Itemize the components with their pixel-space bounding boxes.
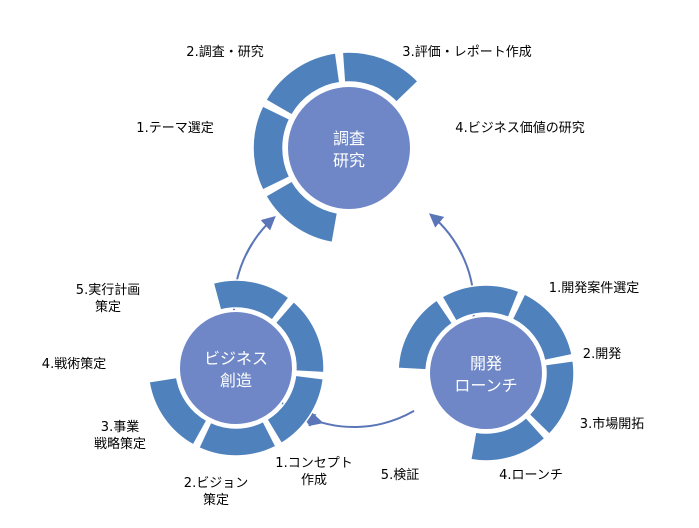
arrow-head-1 — [428, 213, 463, 255]
business-segment-label-3: 3.事業戦略策定 — [94, 419, 146, 452]
development-segment-4 — [528, 359, 575, 436]
business-segment-label-1: 1.コンセプト作成 — [275, 456, 352, 488]
research-hub — [286, 85, 412, 211]
development-hub — [428, 315, 544, 431]
business-hub-label: ビジネス創造 — [204, 349, 268, 390]
research-segment-1 — [264, 179, 339, 244]
development-segment-5 — [469, 416, 546, 462]
business-segment-1 — [212, 279, 291, 322]
business-segment-5 — [148, 376, 208, 446]
research-segment-3 — [264, 52, 341, 117]
development-segment-1 — [397, 299, 454, 371]
business-segment-label-4: 4.戦術策定 — [42, 356, 106, 372]
research-segment-label-2: 2.調査・研究 — [186, 45, 263, 60]
business-segment-label-2: 2.ビジョン策定 — [184, 476, 248, 508]
business-segment-label-5: 5.実行計画策定 — [76, 282, 140, 315]
arrow-head-2 — [245, 215, 276, 255]
business-hub — [178, 310, 294, 426]
development-segment-label-5: 5.検証 — [381, 468, 419, 483]
business-segment-4 — [197, 420, 277, 457]
research-segment-2 — [252, 104, 291, 192]
development-segment-label-2: 2.開発 — [583, 347, 621, 362]
development-segment-label-4: 4.ローンチ — [499, 468, 563, 483]
development-segment-label-3: 3.市場開拓 — [580, 416, 644, 432]
research-segment-label-3: 3.評価・レポート作成 — [402, 45, 531, 60]
research-segment-label-4: 4.ビジネス価値の研究 — [455, 120, 584, 136]
business-segment-2 — [274, 300, 325, 374]
label-layer: 1.テーマ選定 2.調査・研究 3.評価・レポート作成 4.ビジネス価値の研究 1.開発… — [42, 45, 644, 508]
research-segment-4 — [341, 51, 420, 104]
development-segment-2 — [440, 284, 520, 323]
ring-layer — [148, 51, 575, 462]
development-segment-label-1: 1.開発案件選定 — [549, 281, 639, 296]
development-hub-label: 開発ローンチ — [454, 354, 517, 395]
development-segment-3 — [511, 292, 573, 362]
business-segment-3 — [265, 374, 325, 445]
arrow-business-to-development — [300, 410, 415, 428]
research-hub-label: 調査研究 — [333, 129, 365, 170]
research-segment-label-1: 1.テーマ選定 — [136, 121, 213, 136]
